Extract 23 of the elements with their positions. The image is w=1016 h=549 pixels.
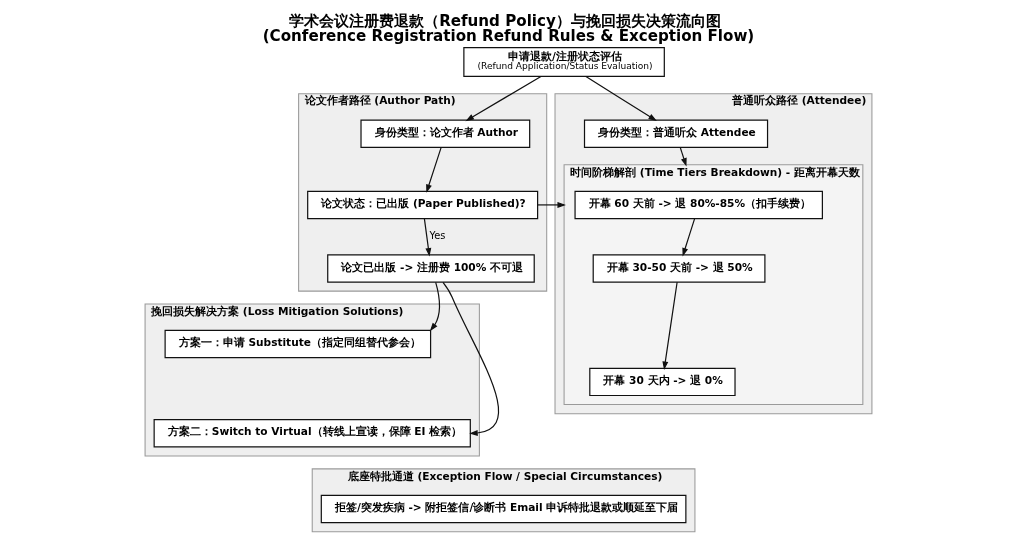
node-box: 身份类型：论文作者 Author [359,119,530,149]
node-box: 论文状态：已出版 (Paper Published)? [306,190,538,220]
node-box: 论文已出版 -> 注册费 100% 不可退 [326,254,535,283]
arrow [423,218,431,257]
arrow [584,75,657,122]
node-box: 开幕 30-50 天前 -> 退 50% [592,254,765,283]
node-box: 申请退款/注册状态评估 (Refund Application/Status Evaluation) [462,47,665,77]
arrow [536,201,566,208]
node-box: 方案一：申请 Substitute（指定同组替代参会） [164,329,431,359]
arrow [425,147,442,193]
arrow [661,281,678,370]
diagram-title: 学术会议注册费退款（Refund Policy）与挽回损失决策流向图 (Conference Registration Refund Rules & Exception Flow) [262,11,754,45]
arrow [679,147,687,167]
node-box: 身份类型：普通听众 Attendee [583,119,768,149]
node-box: 开幕 60 天前 -> 退 80%-85%（扣手续费） [573,190,823,220]
node-box: 开幕 30 天内 -> 退 0% [588,367,736,397]
node-box: 方案二：Switch to Virtual（转线上宣读，保障 EI 检索） [153,419,471,448]
node-box: 拒签/突发疾病 -> 附拒签信/诊断书 Email 申诉特批退款或顺延至下届 [320,494,686,524]
edge-label: Yes [428,230,445,242]
arrow [441,281,499,436]
arrow [429,281,440,332]
arrow [681,218,695,257]
arrow [465,75,542,122]
